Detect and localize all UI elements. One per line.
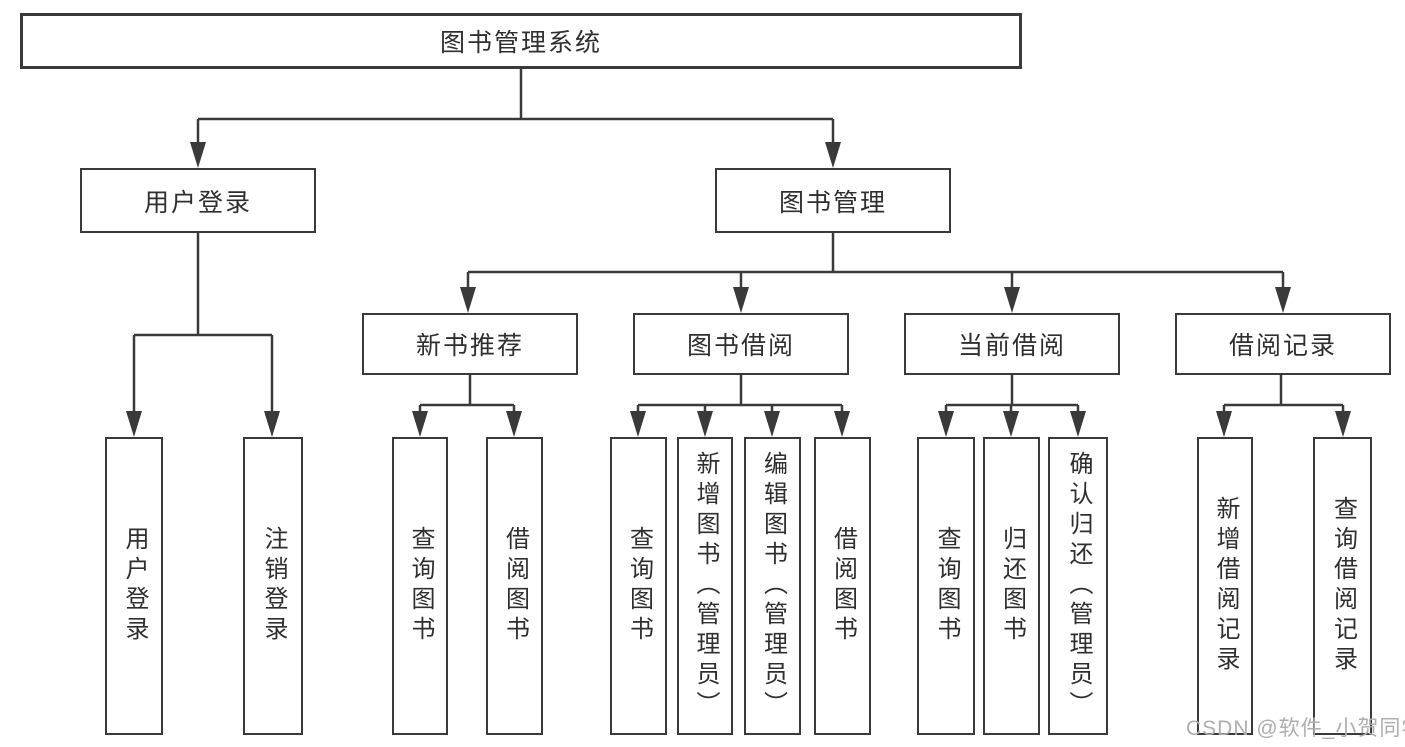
- arrowhead-icon: [630, 411, 646, 437]
- arrowhead-icon: [938, 411, 954, 437]
- leaf-borrow-add-books: 新增图书（管理员）: [677, 437, 733, 735]
- node-borrow-records: 借阅记录: [1175, 313, 1391, 375]
- leaf-borrow-edit-books: 编辑图书（管理员）: [744, 437, 801, 735]
- arrowhead-icon: [506, 411, 522, 437]
- leaf-records-add-record: 新增借阅记录: [1197, 437, 1253, 735]
- leaf-borrow-query-books: 查询图书: [610, 437, 667, 735]
- node-current-borrow: 当前借阅: [904, 313, 1120, 375]
- leaf-logout: 注销登录: [243, 437, 303, 735]
- leaf-borrow-borrow-books: 借阅图书: [814, 437, 871, 735]
- node-library-system: 图书管理系统: [20, 13, 1022, 69]
- node-user-login: 用户登录: [80, 168, 316, 233]
- arrowhead-icon: [460, 287, 476, 313]
- leaf-user-login: 用户登录: [105, 437, 163, 735]
- leaf-newbook-borrow-books: 借阅图书: [486, 437, 543, 735]
- arrowhead-icon: [1003, 411, 1019, 437]
- arrowhead-icon: [825, 142, 841, 168]
- arrowhead-icon: [412, 411, 428, 437]
- leaf-current-return-books: 归还图书: [983, 437, 1040, 735]
- arrowhead-icon: [834, 411, 850, 437]
- csdn-watermark: CSDN @软件_小贺同学: [1186, 717, 1405, 740]
- leaf-newbook-query-books: 查询图书: [392, 437, 448, 735]
- arrowhead-icon: [1004, 287, 1020, 313]
- arrowhead-icon: [1216, 411, 1232, 437]
- arrowhead-icon: [190, 142, 206, 168]
- arrowhead-icon: [264, 411, 280, 437]
- node-book-borrow: 图书借阅: [633, 313, 849, 375]
- node-new-book-recommend: 新书推荐: [362, 313, 578, 375]
- arrowhead-icon: [1275, 287, 1291, 313]
- arrowhead-icon: [697, 411, 713, 437]
- leaf-records-query-record: 查询借阅记录: [1313, 437, 1372, 735]
- leaf-current-query-books: 查询图书: [917, 437, 975, 735]
- arrowhead-icon: [764, 411, 780, 437]
- node-book-manage: 图书管理: [715, 168, 951, 233]
- arrowhead-icon: [1335, 411, 1351, 437]
- arrowhead-icon: [733, 287, 749, 313]
- arrowhead-icon: [1070, 411, 1086, 437]
- arrowhead-icons: [126, 142, 1351, 437]
- arrowhead-icon: [126, 411, 142, 437]
- leaf-current-confirm-return: 确认归还（管理员）: [1048, 437, 1108, 735]
